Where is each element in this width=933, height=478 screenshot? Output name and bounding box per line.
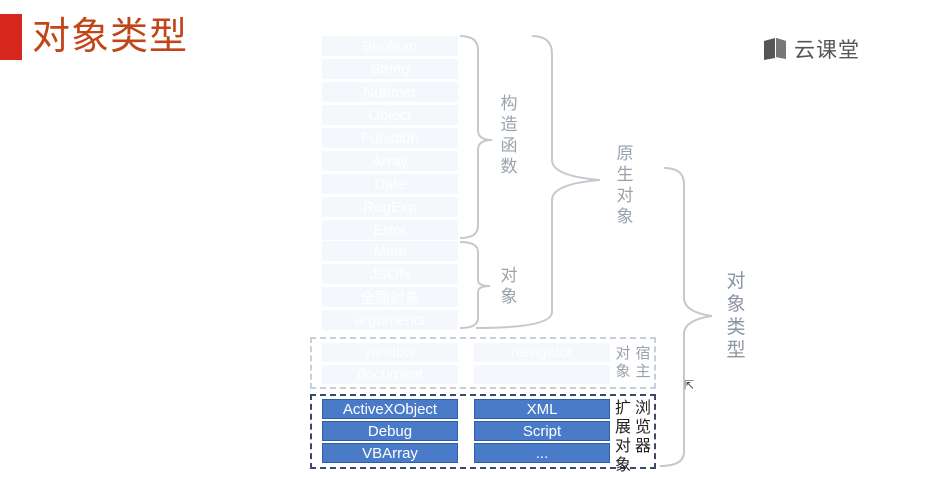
constructor-item: String <box>322 59 458 79</box>
constructor-item: Boolean <box>322 36 458 56</box>
object-types-label: 对象类型 <box>726 270 746 361</box>
constructor-item: Date <box>322 174 458 194</box>
title-accent-bar <box>0 14 22 60</box>
host-label-col2: 宿主 <box>635 344 651 380</box>
brand-logo: 云课堂 <box>762 34 860 64</box>
browser-ext-item: VBArray <box>322 443 458 463</box>
browser-ext-item: ... <box>474 443 610 463</box>
constructor-item: Function <box>322 128 458 148</box>
constructor-item: RegExp <box>322 197 458 217</box>
host-object-item: window <box>322 343 458 362</box>
host-object-item <box>474 365 610 384</box>
browser-ext-item: XML <box>474 399 610 419</box>
book-icon <box>764 38 786 60</box>
browser-ext-item: Script <box>474 421 610 441</box>
constructor-item: Object <box>322 105 458 125</box>
constructor-item: Array <box>322 151 458 171</box>
browser-ext-item: Debug <box>322 421 458 441</box>
browser-ext-label-col1: 扩展对象 <box>614 398 631 474</box>
object-item: JSON <box>322 264 458 284</box>
host-label-col1: 对象 <box>615 344 631 380</box>
object-label: 对象 <box>500 266 518 307</box>
object-item: arguments <box>322 310 458 330</box>
constructor-item: Error <box>322 220 458 240</box>
browser-ext-item: ActiveXObject <box>322 399 458 419</box>
host-object-item: document <box>322 365 458 384</box>
constructor-item: Nubmer <box>322 82 458 102</box>
object-item: 全局对象 <box>322 287 458 307</box>
browser-ext-label-col2: 浏览器 <box>634 398 651 455</box>
host-objects-group <box>310 337 656 389</box>
native-object-label: 原生对象 <box>616 144 634 227</box>
slide-title: 对象类型 <box>32 14 189 58</box>
brand-name: 云课堂 <box>794 38 860 62</box>
host-object-item: navigator <box>474 343 610 362</box>
constructor-label: 构造函数 <box>500 94 518 177</box>
mouse-cursor-icon: ⇱ <box>684 378 695 392</box>
browser-extension-group <box>310 394 656 469</box>
object-item: Math <box>322 241 458 261</box>
